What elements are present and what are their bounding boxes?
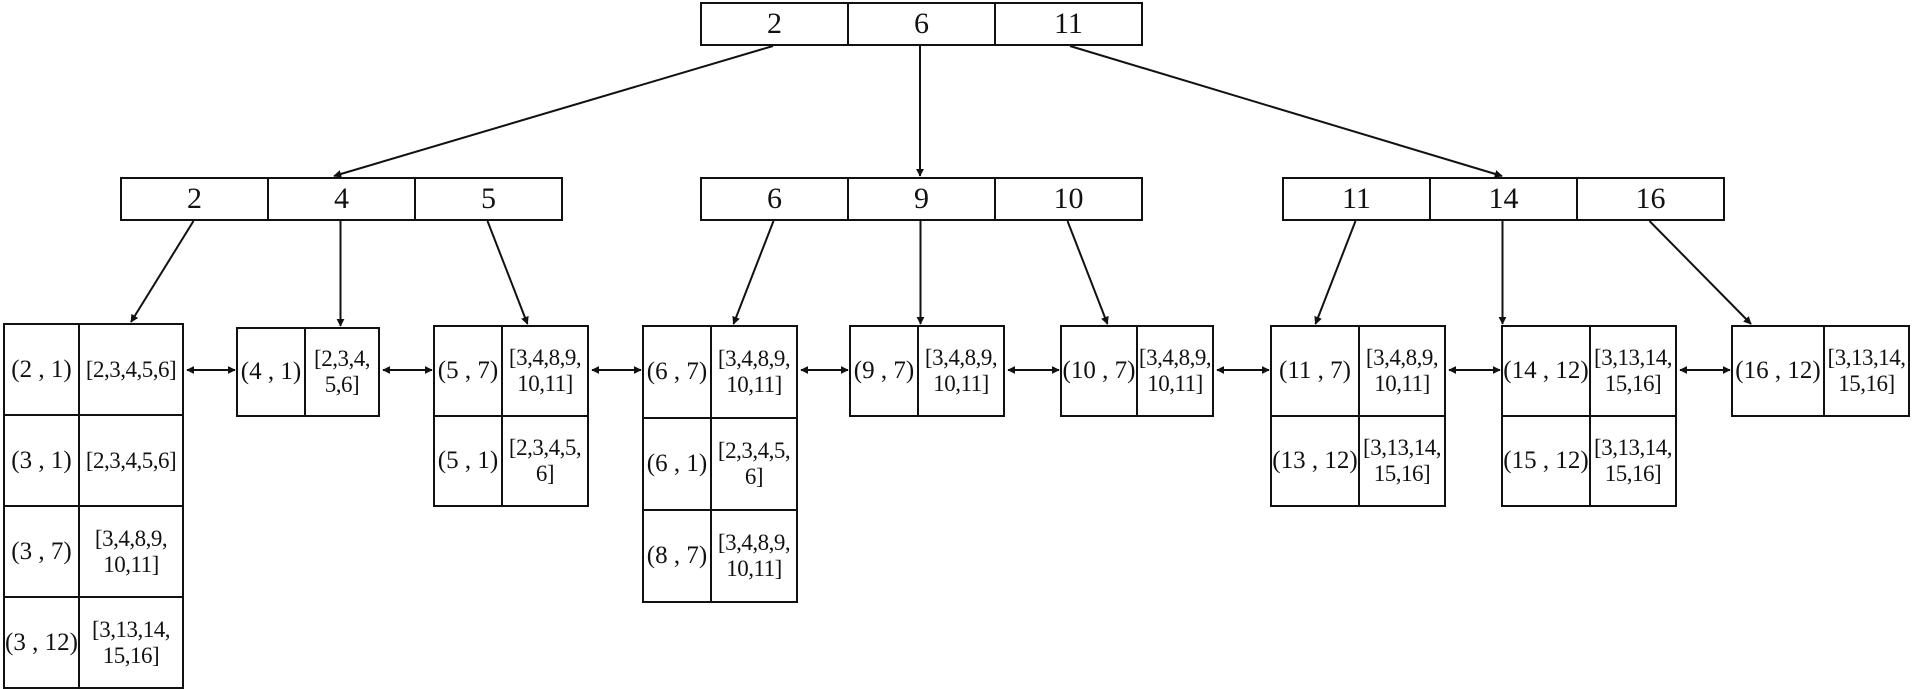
leaf-entry-pair: (6 , 1) — [642, 417, 712, 511]
leaf-entry-list: [3,4,8,9, 10,11] — [1358, 325, 1446, 417]
leaf-entry-list: [2,3,4,5, 6] — [501, 415, 589, 507]
leaf-entry-pair: (16 , 12) — [1731, 325, 1825, 417]
leaf-entry-pair: (5 , 7) — [433, 325, 503, 417]
leaf-entry-list: [3,4,8,9, 10,11] — [1136, 325, 1214, 417]
root-key: 11 — [994, 2, 1143, 46]
leaf-entry-list: [3,4,8,9, 10,11] — [710, 509, 798, 603]
internal-node-key: 10 — [994, 177, 1143, 221]
internal-node-key: 11 — [1282, 177, 1431, 221]
leaf-entry-pair: (13 , 12) — [1270, 415, 1360, 507]
root-child-arrow — [1069, 45, 1503, 178]
internal-child-arrow — [732, 220, 775, 325]
internal-node-key: 9 — [847, 177, 996, 221]
internal-child-arrow — [1648, 220, 1752, 325]
leaf-entry-list: [2,3,4, 5,6] — [304, 327, 380, 417]
internal-node-key: 2 — [120, 177, 269, 221]
leaf-entry-pair: (9 , 7) — [849, 325, 919, 417]
leaf-entry-pair: (3 , 7) — [3, 505, 80, 598]
leaf-entry-list: [3,4,8,9, 10,11] — [501, 325, 589, 417]
leaf-entry-list: [3,4,8,9, 10,11] — [78, 505, 184, 598]
leaf-entry-pair: (5 , 1) — [433, 415, 503, 507]
leaf-entry-list: [3,13,14, 15,16] — [1823, 325, 1910, 417]
leaf-entry-list: [2,3,4,5,6] — [78, 323, 184, 416]
leaf-entry-list: [3,13,14, 15,16] — [1358, 415, 1446, 507]
internal-child-arrow — [486, 220, 529, 325]
leaf-entry-pair: (2 , 1) — [3, 323, 80, 416]
internal-node-key: 4 — [267, 177, 416, 221]
leaf-entry-list: [3,4,8,9, 10,11] — [710, 325, 798, 419]
leaf-entry-pair: (8 , 7) — [642, 509, 712, 603]
internal-node-key: 16 — [1576, 177, 1725, 221]
leaf-entry-pair: (3 , 12) — [3, 596, 80, 689]
leaf-entry-list: [3,13,14, 15,16] — [78, 596, 184, 689]
internal-child-arrow — [1066, 220, 1109, 325]
root-key: 2 — [700, 2, 849, 46]
internal-node-key: 6 — [700, 177, 849, 221]
leaf-entry-pair: (6 , 7) — [642, 325, 712, 419]
internal-child-arrow — [130, 220, 195, 323]
root-child-arrow — [333, 45, 774, 178]
leaf-entry-pair: (14 , 12) — [1501, 325, 1591, 417]
internal-node-key: 5 — [414, 177, 563, 221]
leaf-entry-pair: (10 , 7) — [1060, 325, 1138, 417]
internal-child-arrow — [1314, 220, 1357, 325]
leaf-entry-list: [2,3,4,5,6] — [78, 414, 184, 507]
leaf-entry-list: [3,4,8,9, 10,11] — [917, 325, 1005, 417]
leaf-entry-list: [2,3,4,5, 6] — [710, 417, 798, 511]
leaf-entry-pair: (11 , 7) — [1270, 325, 1360, 417]
leaf-entry-pair: (15 , 12) — [1501, 415, 1591, 507]
leaf-entry-pair: (3 , 1) — [3, 414, 80, 507]
leaf-entry-list: [3,13,14, 15,16] — [1589, 415, 1677, 507]
internal-node-key: 14 — [1429, 177, 1578, 221]
leaf-entry-list: [3,13,14, 15,16] — [1589, 325, 1677, 417]
leaf-entry-pair: (4 , 1) — [236, 327, 306, 417]
root-key: 6 — [847, 2, 996, 46]
